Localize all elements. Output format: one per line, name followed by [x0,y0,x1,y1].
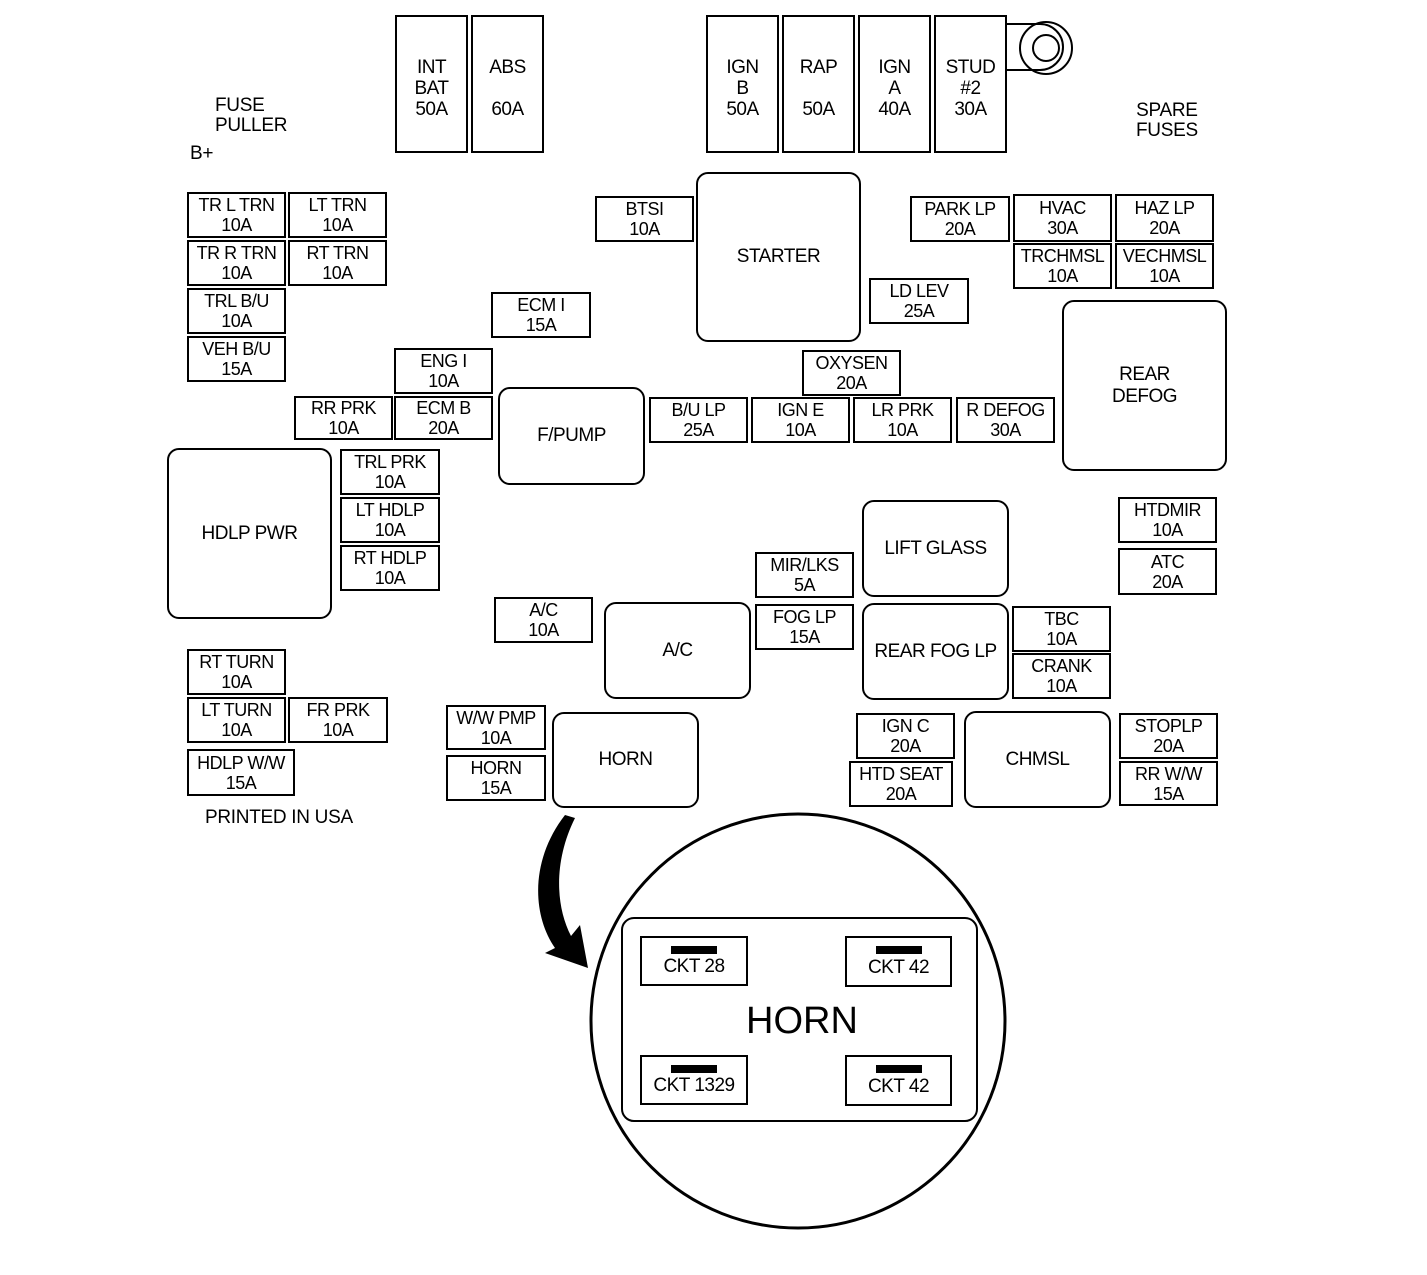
relay-lift-glass: LIFT GLASS [862,500,1009,597]
relay-hdlp-pwr: HDLP PWR [167,448,332,619]
horn-detail-circle [589,812,1007,1230]
relay-horn: HORN [552,712,699,808]
terminal-pin-icon [671,1065,717,1073]
detail-arrow-icon [538,815,588,968]
terminal-pin-icon [875,946,922,954]
relay-chmsl: CHMSL [964,711,1111,808]
horn-detail-relay-outline [621,917,978,1122]
relay-starter: STARTER [696,172,861,342]
relay-f-pump: F/PUMP [498,387,645,485]
horn-terminal-ckt-1329: CKT 1329 [640,1055,748,1105]
stud-bracket-arc [1039,23,1064,71]
horn-terminal-ckt-42-bottom: CKT 42 [845,1055,952,1106]
relay-ac: A/C [604,602,751,699]
printed-in-usa-label: PRINTED IN USA [205,807,353,828]
horn-terminal-ckt-42-top: CKT 42 [845,936,952,987]
b-plus-label: B+ [190,143,214,164]
stud-bracket-lines [1006,23,1040,71]
stud-outer-circle [1019,21,1073,75]
relay-rear-fog-lp: REAR FOG LP [862,603,1009,700]
horn-terminal-ckt-28: CKT 28 [640,936,748,986]
terminal-pin-icon [875,1065,922,1073]
horn-detail-title: HORN [746,1000,858,1042]
stud-inner-circle [1032,34,1060,62]
terminal-pin-icon [671,946,717,954]
